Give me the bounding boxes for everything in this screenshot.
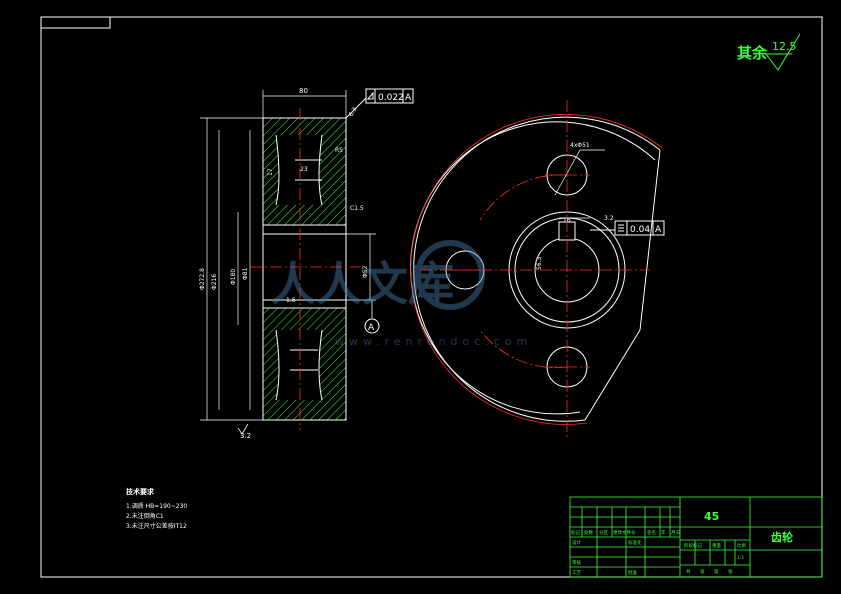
tb-change: 更改文件号 [613, 529, 636, 536]
dim-width: 80 [299, 87, 308, 95]
technical-notes: 技术要求 1.调质 HB=190~230 2.未注倒角C1 3.未注尺寸公差按I… [126, 487, 187, 530]
tb-zone: 分区 [599, 529, 608, 536]
tb-scale: 1:1 [737, 555, 744, 561]
part-name: 齿轮 [771, 530, 793, 544]
tb-design: 设计 [572, 539, 581, 546]
roughness-face: 6.3 [348, 106, 359, 118]
tb-count: 处数 [584, 529, 593, 536]
flatness-value: 0.022 [378, 93, 404, 103]
dim-keyway-width: 16 [563, 217, 571, 224]
symmetry-tolerance-frame [590, 220, 665, 236]
tb-sheet-b: 张 [728, 568, 733, 575]
dim-hub-inner: Φ81 [242, 267, 249, 280]
roughness-bore: 1.6 [286, 297, 296, 304]
roughness-prefix: 其余 [737, 44, 768, 62]
front-view: 4xΦ51 16 56.3 0.04 A 3.2 [410, 100, 665, 440]
datum-marker-label: A [368, 323, 375, 333]
flatness-datum: A [405, 93, 412, 103]
tb-day: 日 [676, 530, 681, 536]
dim-keyway-depth: 56.3 [536, 256, 543, 270]
section-hatch [263, 118, 346, 420]
dim-rim: 17 [267, 168, 274, 176]
dim-chamfer: C1.5 [350, 205, 364, 212]
roughness-key: 3.2 [604, 215, 614, 222]
note-3: 3.未注尺寸公差按IT12 [126, 522, 187, 530]
drawing-frame [40, 16, 823, 578]
tb-sign: 签名 [647, 529, 656, 536]
note-2: 2.未注倒角C1 [126, 512, 164, 520]
title-block [569, 496, 823, 578]
watermark-text: 人人文库 [270, 257, 454, 311]
flatness-tolerance-frame [345, 88, 414, 119]
tb-nth: 第 [714, 568, 719, 575]
tb-stage: 阶段标记 [684, 542, 702, 549]
tb-mark: 标记 [571, 529, 580, 536]
roughness-bottom: 3.2 [240, 432, 251, 440]
tb-approve: 批准 [628, 569, 637, 576]
dim-hub-outer: Φ180 [230, 269, 237, 285]
dim-bore: Φ52 [362, 265, 369, 278]
material: 45 [704, 510, 719, 523]
section-view: 0.022 A 80 6.3 Φ272.8 Φ216 Φ180 Φ81 Φ52 … [199, 87, 414, 440]
datum-marker [364, 318, 380, 334]
tb-ratio: 比例 [737, 542, 746, 549]
dim-holes: 4xΦ51 [570, 142, 590, 149]
watermark: 人人文库 www.renrendoc.com [270, 240, 532, 348]
tb-weight: 重量 [712, 542, 721, 549]
tb-month: 月 [671, 530, 676, 536]
surface-roughness-note: 其余 12.5 [737, 33, 801, 71]
dim-outer-diameter: Φ272.8 [199, 268, 206, 290]
symmetry-value: 0.04 [630, 225, 650, 235]
tb-process: 工艺 [572, 570, 581, 576]
note-1: 1.调质 HB=190~230 [126, 502, 187, 510]
notes-title: 技术要求 [126, 487, 155, 496]
watermark-url: www.renrendoc.com [335, 335, 532, 348]
dim-fillet: R5 [335, 147, 343, 154]
dim-root-diameter: Φ216 [211, 274, 218, 290]
tb-review: 审核 [572, 559, 581, 566]
tb-standardize: 标准化 [628, 539, 642, 546]
tb-year: 年 [661, 529, 666, 536]
tb-sheet-a: 张 [700, 568, 705, 575]
symmetry-datum: A [655, 225, 662, 235]
dim-web: 23 [300, 166, 308, 173]
tb-total: 共 [686, 568, 691, 575]
